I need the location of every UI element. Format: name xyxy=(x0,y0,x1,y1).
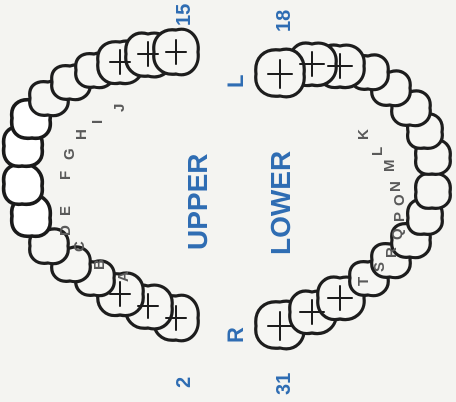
primary-letter-lower: L xyxy=(369,147,386,156)
primary-letter-upper: F xyxy=(57,171,74,180)
primary-letter-upper: D xyxy=(57,225,74,236)
tooth-lower-central-incisor-r xyxy=(416,174,451,209)
upper-label: UPPER xyxy=(182,154,213,250)
primary-letter-lower: S xyxy=(371,262,388,272)
primary-letter-upper: I xyxy=(89,120,106,124)
tooth-number-18: 18 xyxy=(273,10,295,32)
left-side-label: L xyxy=(223,75,248,88)
primary-letter-lower: K xyxy=(355,129,372,140)
primary-letter-lower: O xyxy=(391,194,408,206)
tooth-upper-central-incisor-r xyxy=(4,164,43,204)
right-side-label: R xyxy=(223,327,248,343)
tooth-number-2: 2 xyxy=(173,377,195,388)
tooth-number-15: 15 xyxy=(173,4,195,26)
primary-letter-upper: J xyxy=(111,104,128,112)
primary-letter-lower: Q xyxy=(389,228,406,240)
primary-letter-upper: A xyxy=(115,271,132,282)
tooth-number-31: 31 xyxy=(273,373,295,395)
upper-arch xyxy=(4,29,199,341)
primary-letter-lower: P xyxy=(391,212,408,222)
lower-label: LOWER xyxy=(265,151,296,255)
primary-letter-lower: M xyxy=(381,160,398,173)
primary-letter-lower: N xyxy=(387,181,404,192)
primary-letter-lower: R xyxy=(383,247,400,258)
primary-letter-upper: G xyxy=(61,148,78,160)
primary-letter-lower: T xyxy=(355,277,372,286)
primary-letter-upper: E xyxy=(57,206,74,216)
primary-letter-upper: B xyxy=(91,259,108,270)
primary-letter-upper: C xyxy=(71,241,88,252)
primary-letter-upper: H xyxy=(73,129,90,140)
